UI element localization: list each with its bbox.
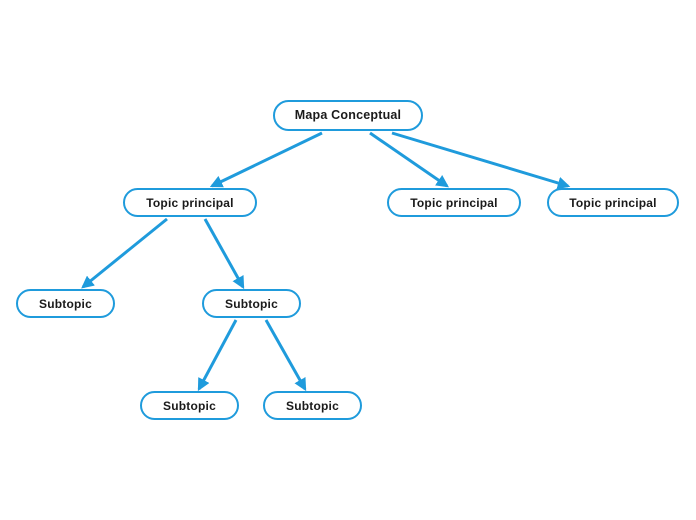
connector-root-to-t3 [391, 131, 571, 190]
node-t2[interactable]: Topic principal [387, 188, 521, 217]
node-label-s3: Subtopic [163, 398, 216, 413]
node-s3[interactable]: Subtopic [140, 391, 239, 420]
connector-s2-to-s3 [197, 319, 238, 392]
connector-s2-to-s4 [264, 319, 307, 392]
node-label-t2: Topic principal [410, 195, 498, 210]
node-label-t3: Topic principal [569, 195, 657, 210]
node-t3[interactable]: Topic principal [547, 188, 679, 217]
connector-t1-to-s2 [203, 218, 245, 290]
node-label-t1: Topic principal [146, 195, 234, 210]
edges-group [81, 131, 571, 392]
node-label-s4: Subtopic [286, 398, 339, 413]
node-s1[interactable]: Subtopic [16, 289, 115, 318]
node-root[interactable]: Mapa Conceptual [273, 100, 423, 131]
node-label-s1: Subtopic [39, 296, 92, 311]
node-label-s2: Subtopic [225, 296, 278, 311]
connector-t1-to-s1 [81, 217, 168, 289]
node-label-root: Mapa Conceptual [294, 108, 402, 123]
connector-root-to-t1 [209, 131, 323, 188]
node-s2[interactable]: Subtopic [202, 289, 301, 318]
connector-root-to-t2 [369, 131, 449, 188]
node-t1[interactable]: Topic principal [123, 188, 257, 217]
node-s4[interactable]: Subtopic [263, 391, 362, 420]
